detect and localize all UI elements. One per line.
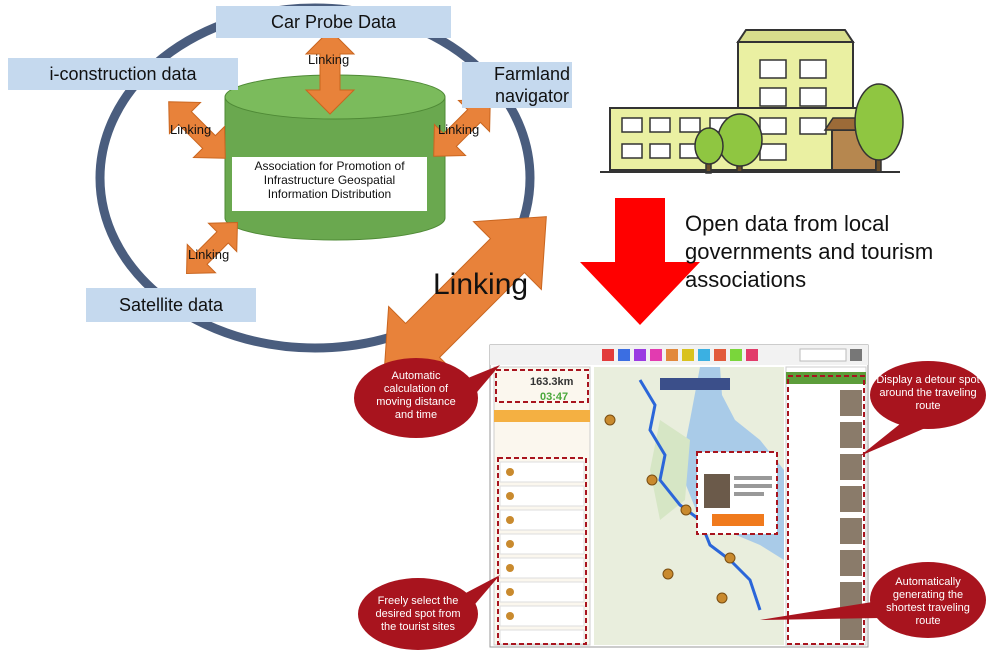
linking-label-right: Linking xyxy=(438,122,480,137)
linking-label-top: Linking xyxy=(308,52,350,67)
linking-label-bottom: Linking xyxy=(188,247,230,262)
open-data-description: Open data from local governments and tou… xyxy=(685,211,934,292)
callout-distance-time: Automatic calculation of moving distance… xyxy=(376,370,456,421)
callout-shortest-route-shape xyxy=(760,562,986,638)
linking-arrow-top xyxy=(304,29,356,115)
big-linking-label: Linking xyxy=(433,268,529,301)
red-down-arrow xyxy=(580,198,700,325)
car-probe-data-text: Car Probe Data xyxy=(270,11,397,32)
callout-distance-time-shape xyxy=(354,358,500,438)
building-icon xyxy=(600,29,904,174)
callout-detour: Display a detour spot around the traveli… xyxy=(876,374,980,412)
linking-arrow-left xyxy=(168,101,226,159)
callout-detour-shape xyxy=(860,361,986,456)
linking-label-left: Linking xyxy=(170,122,212,137)
map-distance-value: 163.3km xyxy=(530,376,574,388)
map-time-value: 03:47 xyxy=(540,391,568,403)
callout-select-spot-shape xyxy=(358,575,500,650)
callout-shortest-route: Automatically generating the shortest tr… xyxy=(886,576,970,627)
farmland-navigator-label: Farmland navigator xyxy=(462,62,572,108)
i-construction-data-label: i-construction data xyxy=(8,58,238,90)
i-construction-data-text: i-construction data xyxy=(49,63,197,84)
map-app-screenshot xyxy=(489,344,869,648)
satellite-data-text: Satellite data xyxy=(118,294,224,315)
linking-arrow-bottom-left xyxy=(186,222,238,274)
association-name: Association for Promotion of Infrastruct… xyxy=(232,157,427,211)
farmland-navigator-text: Farmland navigator xyxy=(493,64,571,106)
callout-select-spot: Freely select the desired spot from the … xyxy=(375,595,461,633)
car-probe-data-label: Car Probe Data xyxy=(216,6,451,38)
satellite-data-label: Satellite data xyxy=(86,288,256,322)
